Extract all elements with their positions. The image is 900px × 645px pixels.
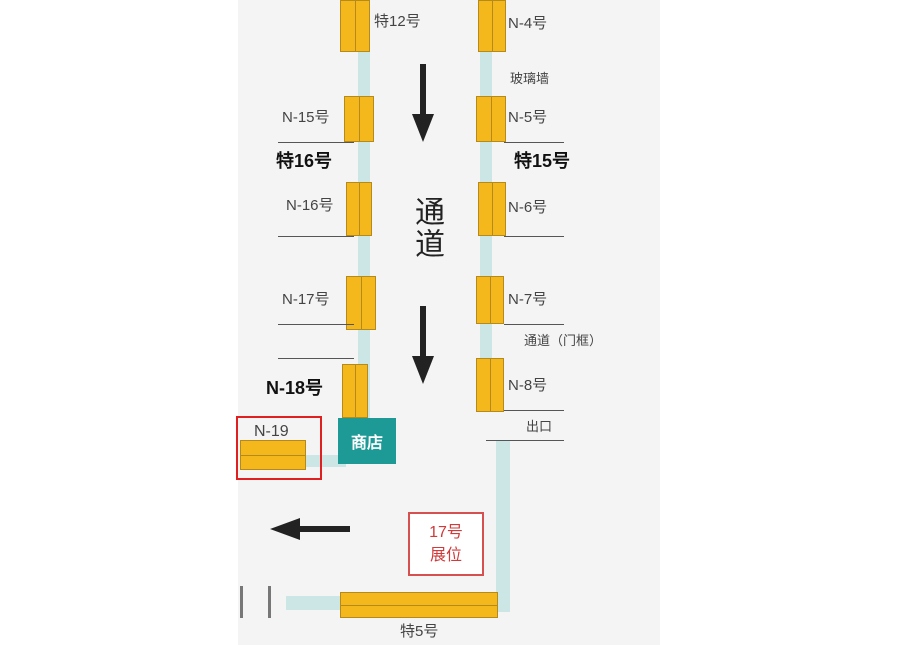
divider-line	[504, 324, 564, 325]
label-te15: 特15号	[514, 151, 571, 171]
booth-n16[interactable]	[346, 182, 372, 236]
label-n7: N-7号	[508, 291, 548, 308]
label-n15: N-15号	[282, 109, 330, 126]
label-n8: N-8号	[508, 377, 548, 394]
shop-connector-wall	[306, 455, 346, 467]
bottom-left-wall	[286, 596, 342, 610]
label-n5: N-5号	[508, 109, 548, 126]
left-arrow-icon	[298, 526, 350, 532]
label-exit: 出口	[526, 419, 553, 434]
booth-n19[interactable]	[240, 440, 306, 470]
divider-line	[278, 358, 354, 359]
stall-17-line1: 17号	[429, 523, 463, 541]
stall-17[interactable]: 17号 展位	[408, 512, 484, 576]
label-n18: N-18号	[266, 378, 324, 398]
highlight-box-n19	[236, 416, 322, 480]
booth-te12[interactable]	[340, 0, 370, 52]
left-arrow-icon	[270, 518, 300, 540]
booth-n6[interactable]	[478, 182, 506, 236]
booth-n15[interactable]	[344, 96, 374, 142]
booth-te5[interactable]	[340, 592, 498, 618]
booth-n8[interactable]	[476, 358, 504, 412]
divider-line	[504, 410, 564, 411]
label-te12: 特12号	[374, 13, 421, 30]
label-doorframe-corridor: 通道（门框）	[524, 333, 603, 348]
booth-n7[interactable]	[476, 276, 504, 324]
booth-n5[interactable]	[476, 96, 506, 142]
label-n4: N-4号	[508, 15, 548, 32]
divider-line	[278, 142, 354, 143]
wall-tick	[240, 586, 243, 618]
wall-tick	[268, 586, 271, 618]
booth-n18[interactable]	[342, 364, 368, 418]
divider-line	[504, 142, 564, 143]
divider-line	[278, 236, 354, 237]
divider-line	[504, 236, 564, 237]
label-n17: N-17号	[282, 291, 330, 308]
stall-17-line2: 展位	[429, 547, 462, 564]
label-te16: 特16号	[276, 151, 333, 171]
divider-line	[278, 324, 354, 325]
left-wall	[358, 50, 370, 460]
label-glass-wall: 玻璃墙	[510, 71, 550, 86]
down-arrow-icon	[412, 356, 434, 384]
right-lower-wall	[496, 440, 510, 612]
down-arrow-icon	[420, 64, 426, 116]
booth-n4[interactable]	[478, 0, 506, 52]
down-arrow-icon	[420, 306, 426, 358]
booth-n17[interactable]	[346, 276, 376, 330]
label-n6: N-6号	[508, 199, 548, 216]
shop-block[interactable]: 商店	[338, 418, 396, 464]
label-n19: N-19	[254, 423, 289, 440]
divider-line	[486, 440, 564, 441]
corridor-label: 通道	[410, 196, 443, 260]
label-te5: 特5号	[400, 623, 439, 640]
label-n16: N-16号	[286, 197, 334, 214]
down-arrow-icon	[412, 114, 434, 142]
